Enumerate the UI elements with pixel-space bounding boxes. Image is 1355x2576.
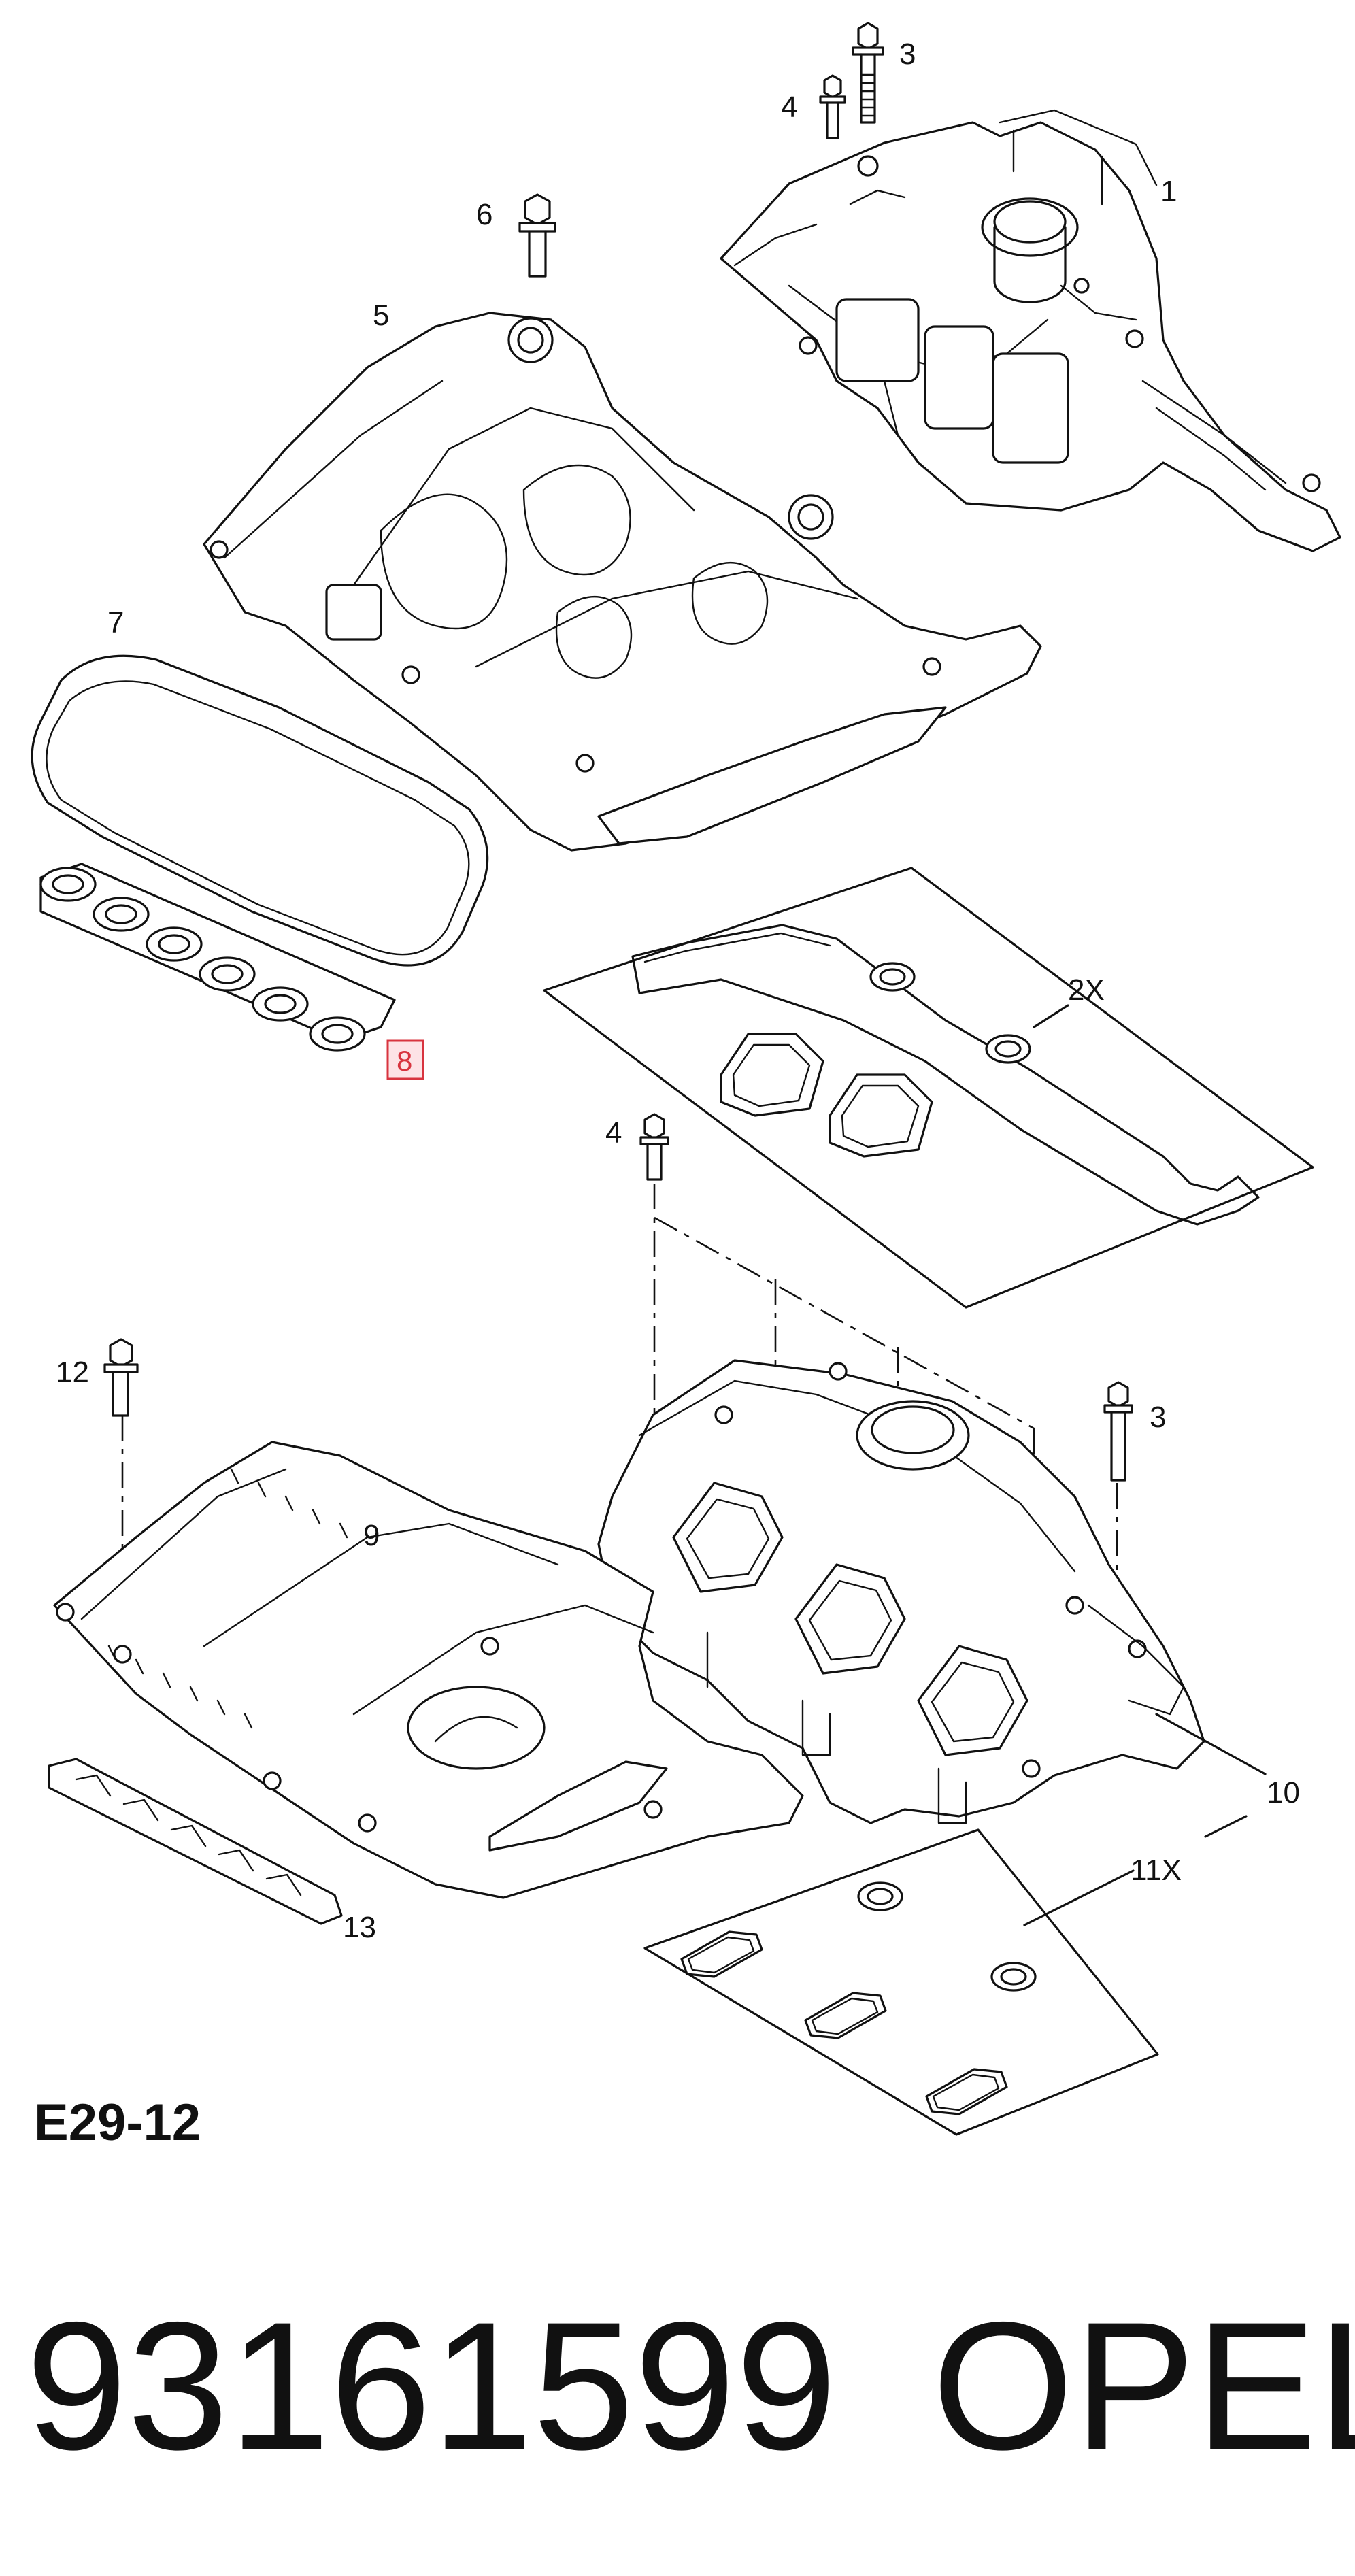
callout-13: 13 — [343, 1911, 376, 1944]
bolt-part-3-top[interactable] — [852, 22, 884, 124]
diagram-code: E29-12 — [34, 2094, 201, 2152]
leader-11x — [1023, 1869, 1135, 1926]
part-number: 93161599 — [26, 2284, 837, 2488]
leader-2x — [1033, 1004, 1069, 1028]
gasket-strip-part-13[interactable] — [48, 1758, 343, 1925]
bolt-part-3-mid[interactable] — [1103, 1381, 1133, 1482]
callout-1: 1 — [1160, 175, 1177, 208]
gasket-kit-part-2x[interactable] — [543, 867, 1314, 1309]
callout-3-top: 3 — [899, 37, 916, 71]
leader-11x-b — [1204, 1815, 1248, 1838]
callout-6: 6 — [476, 198, 492, 231]
gasket-part-7[interactable] — [31, 654, 489, 967]
callout-12: 12 — [56, 1356, 89, 1389]
callout-8: 8 — [397, 1045, 412, 1077]
bolt-part-6[interactable] — [518, 193, 556, 278]
callout-8-highlight[interactable]: 8 — [386, 1039, 424, 1080]
callout-3-mid: 3 — [1150, 1401, 1166, 1434]
ring-gasket-strip-part-8[interactable] — [39, 863, 396, 1052]
gasket-kit-part-11x[interactable] — [643, 1828, 1159, 2136]
callout-2x: 2X — [1068, 973, 1105, 1007]
bolt-part-4-mid[interactable] — [639, 1113, 669, 1181]
callout-10: 10 — [1267, 1776, 1300, 1809]
brand-name: OPEL — [932, 2284, 1355, 2488]
callout-9: 9 — [363, 1519, 380, 1552]
callout-5: 5 — [373, 299, 389, 332]
callout-4-top: 4 — [781, 90, 797, 124]
bolt-part-4-top[interactable] — [819, 74, 846, 139]
engine-cover-part-1[interactable] — [720, 109, 1341, 552]
callout-4-mid: 4 — [605, 1116, 622, 1150]
cover-part-9[interactable] — [53, 1441, 804, 1899]
callout-11x: 11X — [1131, 1854, 1182, 1887]
leader-10 — [1155, 1713, 1267, 1775]
bolt-part-12[interactable] — [103, 1338, 139, 1417]
callout-7: 7 — [107, 606, 124, 639]
cover-part-5[interactable] — [203, 312, 1042, 852]
intake-manifold-part-10[interactable] — [597, 1359, 1205, 1824]
